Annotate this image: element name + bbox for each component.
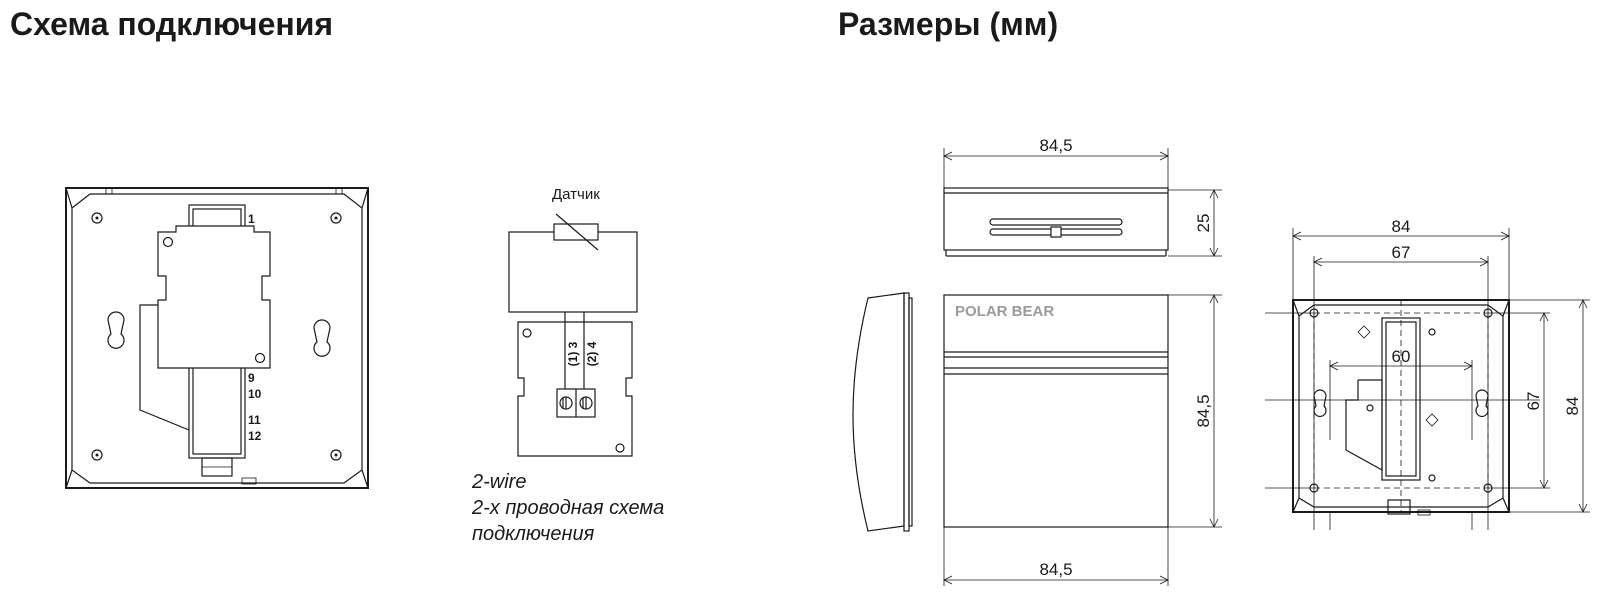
wiring-title: Схема подключения	[10, 6, 334, 42]
front-view: POLAR BEAR 84,5 84,5	[943, 294, 1222, 586]
terminal-number: 11	[248, 413, 261, 427]
screw-hole-icon	[91, 212, 103, 224]
dimension-label: 84	[1563, 397, 1582, 416]
keyhole-mount-icon	[1475, 389, 1489, 417]
screw-terminal-icon	[579, 396, 593, 410]
sensor-element	[553, 223, 599, 241]
cable-entry-icon	[1425, 413, 1439, 427]
dimension-label: 67	[1392, 243, 1411, 262]
dimension-label: 84,5	[1194, 394, 1213, 427]
cable-entry-icon	[1357, 325, 1371, 339]
screw-hole-icon	[330, 212, 342, 224]
terminal-number: 1	[248, 212, 255, 226]
side-view	[852, 292, 913, 532]
brand-logo: POLAR BEAR	[955, 303, 1054, 320]
screw-hole-icon	[91, 449, 103, 461]
terminal-number: 12	[248, 429, 262, 443]
dimensions-title: Размеры (мм)	[838, 6, 1059, 42]
top-view: 84,5 25	[943, 136, 1222, 257]
screw-hole-icon	[330, 449, 342, 461]
wiring-caption-line3: подключения	[472, 523, 595, 545]
keyhole-mount-icon	[1313, 389, 1327, 417]
pin-label: (2) 4	[585, 341, 599, 366]
sensor-label: Датчик	[552, 186, 600, 203]
wiring-caption-line2: 2-х проводная схема	[471, 497, 664, 519]
sensor-wiring-schematic: Датчик (1) 3 (2) 4 2-wire 2-х проводная …	[471, 186, 664, 545]
dimension-label: 25	[1194, 214, 1213, 233]
dimension-label: 60	[1392, 347, 1411, 366]
terminal-number: 9	[248, 371, 255, 385]
dimension-label: 84,5	[1039, 136, 1072, 155]
back-view: 84 67	[1265, 217, 1590, 530]
screw-terminal-icon	[559, 396, 573, 410]
dimension-label: 84	[1392, 217, 1411, 236]
dimension-label: 84,5	[1039, 560, 1072, 579]
thermistor-arrow-icon	[555, 213, 599, 251]
keyhole-mount-icon	[313, 319, 331, 357]
dimension-label: 67	[1524, 392, 1543, 411]
pin-label: (1) 3	[566, 341, 580, 366]
terminal-number: 10	[248, 387, 262, 401]
keyhole-mount-icon	[107, 311, 125, 349]
thermostat-back-view: 1 9 10 11 12	[65, 187, 369, 489]
wiring-caption-line1: 2-wire	[471, 471, 526, 493]
